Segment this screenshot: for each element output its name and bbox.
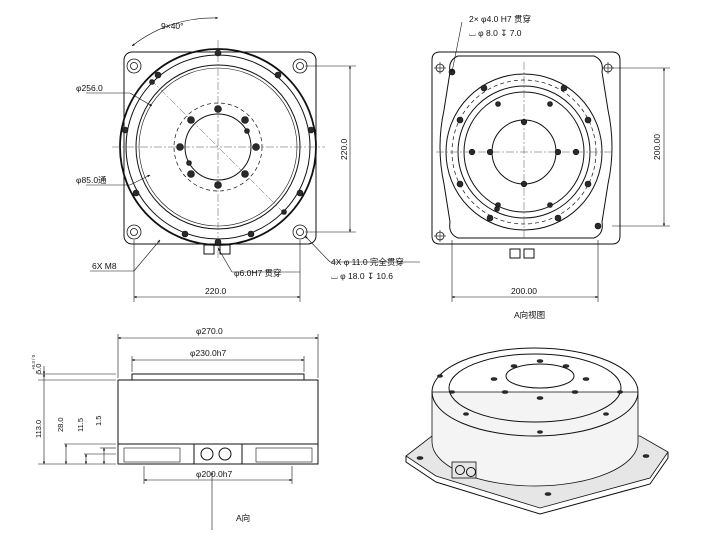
side-height-28-label: 28.0 [56,417,65,432]
connector-1 [203,244,215,255]
iso-holes [416,359,650,496]
side-dia-top-label: φ270.0 [196,326,223,336]
view-a-caption: A向视图 [514,310,545,320]
side-dia-pilot-label: φ230.0h7 [190,348,227,358]
view-a-connector-1 [509,248,521,259]
side-main-body [117,379,319,445]
side-base-pad-left [123,447,181,463]
pin-hole-label: φ6.0H7 贯穿 [234,268,282,278]
side-height-5-tol-label: +0.3 / 0 [31,354,36,370]
view-a: 2× φ4.0 H7 贯穿 ⌴ φ 8.0 ↧ 7.0 200.00 200.0… [431,14,670,320]
side-dia-base-label: φ200.0h7 [196,469,233,479]
width-dim-label: 220.0 [205,286,227,296]
table-holes [149,79,287,215]
iso-top-table [448,353,622,423]
dia-outer-label: φ256.0 [76,83,103,93]
isometric-view [405,347,669,515]
view-a-pin-label-1: 2× φ4.0 H7 贯穿 [469,14,531,24]
view-a-connector-2 [523,248,535,259]
side-base [117,443,319,465]
height-dim-label: 220.0 [339,138,349,160]
side-view: φ270.0 φ230.0h7 φ200.0h7 113.0 5.0 +0.3 … [31,326,319,530]
view-a-plate [431,51,621,245]
view-a-pin-label-2: ⌴ φ 8.0 ↧ 7.0 [469,28,522,38]
connector-2 [219,244,231,255]
iso-top-rim [431,347,639,437]
top-view: 9×40° φ256.0 φ85.0通 6X M8 φ6.0H7 贯穿 4X φ… [76,16,420,302]
side-connector-block [193,443,243,465]
view-a-holes [456,84,592,222]
iso-base-edge [405,452,669,515]
side-height-total-label: 113.0 [34,420,43,438]
view-a-height-label: 200.00 [652,134,662,160]
side-connector-2 [218,447,232,461]
iso-connectors [451,461,477,479]
dia-bore-label: φ85.0通 [76,175,107,185]
mount-holes [126,58,308,240]
side-base-pad-right [255,447,313,463]
thread-label: 6X M8 [92,261,117,271]
angle-label: 9×40° [161,21,184,31]
centerline-diag [149,78,287,216]
side-connector-1 [200,447,214,461]
side-top-table [131,373,305,381]
view-a-body [439,55,613,239]
mount-hole-label-1: 4X φ 11.0 完全贯穿 [331,257,404,267]
side-height-15-label: 1.5 [94,416,103,426]
iso-top-bore [505,363,575,389]
side-height-11-label: 11.5 [76,418,85,432]
side-height-5-label: 5.0 [34,364,43,374]
view-a-corner-marks [434,62,614,242]
mount-hole-label-2: ⌴ φ 18.0 ↧ 10.6 [331,271,393,281]
ring-holes [121,49,315,246]
view-a-width-label: 200.00 [511,286,537,296]
side-direction-label: A向 [236,513,250,523]
